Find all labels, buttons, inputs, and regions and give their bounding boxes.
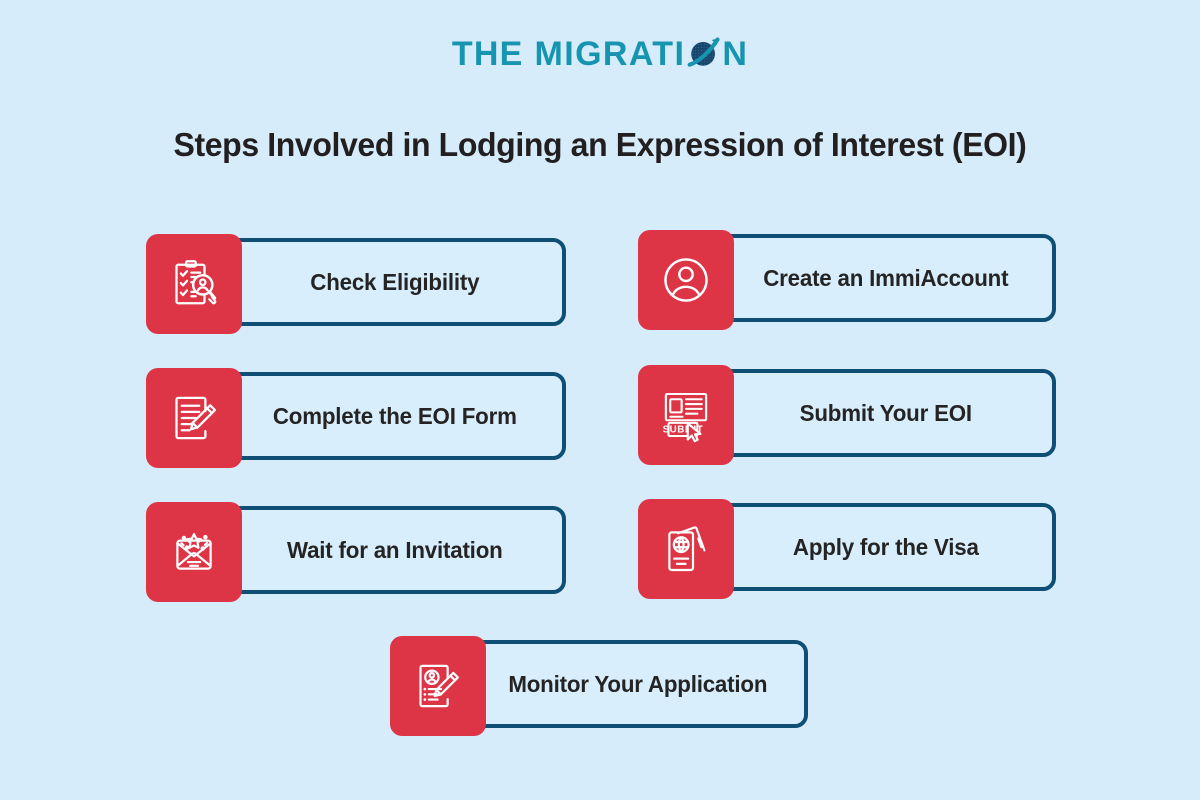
envelope-star-icon — [146, 502, 242, 602]
step-card-create-immiaccount[interactable]: Create an ImmiAccount — [638, 230, 1056, 330]
step-card-monitor-your-application[interactable]: Monitor Your Application — [390, 636, 808, 736]
globe-arrow-icon — [686, 35, 722, 71]
step-label: Complete the EOI Form — [272, 402, 517, 429]
step-card-apply-for-visa[interactable]: Apply for the Visa — [638, 499, 1056, 599]
step-label: Create an ImmiAccount — [763, 264, 1009, 291]
step-card-check-eligibility[interactable]: Check Eligibility — [146, 234, 566, 334]
step-label: Check Eligibility — [310, 268, 480, 295]
checklist-search-person-icon — [146, 234, 242, 334]
step-label: Wait for an Invitation — [287, 536, 503, 563]
svg-text:SUBMIT: SUBMIT — [663, 425, 704, 436]
step-card-complete-eoi-form[interactable]: Complete the EOI Form — [146, 368, 566, 468]
logo-word-n: N — [722, 35, 749, 73]
page-title: Steps Involved in Lodging an Expression … — [173, 126, 1027, 164]
document-pencil-icon — [146, 368, 242, 468]
logo-word-the: THE — [451, 35, 524, 73]
step-label: Monitor Your Application — [508, 670, 768, 697]
step-card-submit-your-eoi[interactable]: SUBMIT Submit Your EOI — [638, 365, 1056, 465]
passport-globe-icon — [638, 499, 734, 599]
step-label: Apply for the Visa — [792, 533, 979, 560]
step-label: Submit Your EOI — [799, 399, 972, 426]
application-person-pencil-icon — [390, 636, 486, 736]
brand-logo: THE MIGRATI N — [0, 36, 1200, 72]
logo-word-migration: MIGRATI — [534, 35, 686, 73]
logo-lockup: THE MIGRATI N — [452, 36, 748, 72]
step-card-wait-for-invitation[interactable]: Wait for an Invitation — [146, 502, 566, 602]
submit-form-cursor-icon: SUBMIT — [638, 365, 734, 465]
user-circle-icon — [638, 230, 734, 330]
